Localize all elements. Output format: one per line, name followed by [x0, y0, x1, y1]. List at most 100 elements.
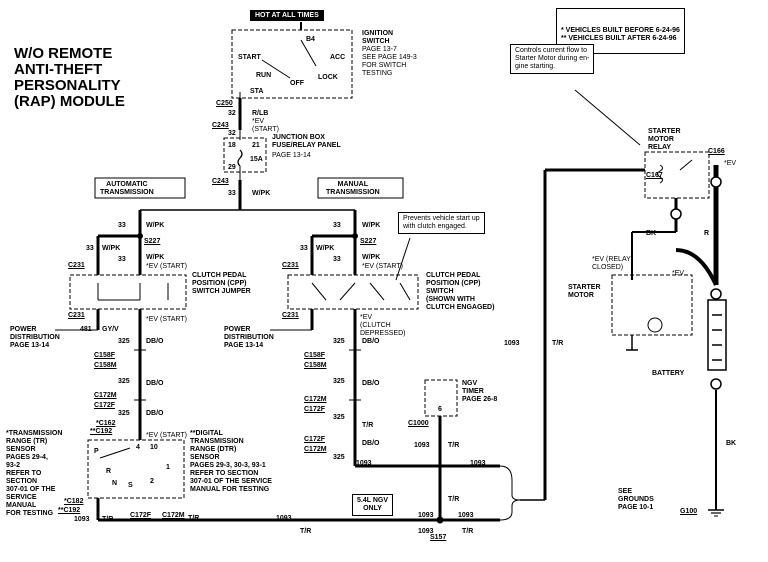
ground-g100: G100: [680, 508, 698, 515]
wire-325-f: 325: [333, 414, 345, 421]
conn-c158f-a: C158F: [94, 352, 116, 359]
conn-c158m-b: C158M: [304, 362, 327, 369]
ignition-switch-box: [231, 29, 353, 99]
conn-c172m-c: C172M: [304, 446, 327, 453]
wire-32-b: 32: [228, 130, 236, 137]
wire-tr-h: T/R: [448, 496, 460, 503]
junction-box: [223, 137, 267, 173]
wire-tr-a: T/R: [362, 422, 374, 429]
conn-c192-b: **C192: [58, 507, 81, 514]
conn-c231-d: C231: [282, 312, 299, 319]
battery-label: BATTERY: [652, 370, 685, 377]
pin-s: S: [128, 482, 133, 489]
ignition-switch-title: IGNITION SWITCH: [362, 30, 394, 45]
wire-ev-relay: *EV (RELAY CLOSED): [592, 256, 631, 271]
wire-1093-f: 1093: [276, 515, 292, 522]
wire-wpk-g: W/PK: [362, 254, 381, 261]
starter-callout: Controls current flow to Starter Motor d…: [510, 44, 595, 74]
conn-c167: C167: [646, 172, 663, 179]
power-dist-b: POWER DISTRIBUTION PAGE 13-14: [224, 326, 274, 349]
conn-c162: *C162: [96, 420, 116, 427]
cpp-jumper-label: CLUTCH PEDAL POSITION (CPP) SWITCH JUMPE…: [192, 272, 251, 295]
clutch-callout: Prevents vehicle start up with clutch en…: [398, 212, 485, 234]
wire-dbo-c: DB/O: [146, 410, 164, 417]
wire-dbo-e: DB/O: [362, 380, 380, 387]
wire-tr-e: T/R: [188, 515, 200, 522]
wire-dbo-g: DB/O: [362, 440, 380, 447]
wire-tr-f: T/R: [300, 528, 312, 535]
pin-n: N: [112, 480, 118, 487]
tr-sensor-label: *TRANSMISSION RANGE (TR) SENSOR PAGES 29…: [6, 430, 63, 517]
wire-33-h: 33: [333, 256, 341, 263]
wire-wpk-e: W/PK: [362, 222, 381, 229]
conn-c172f-c: C172F: [304, 436, 326, 443]
wire-33-e: 33: [118, 256, 126, 263]
wire-bk-a: BK: [646, 230, 657, 237]
conn-c231-a: C231: [68, 262, 85, 269]
fuse-29: 29: [228, 164, 236, 171]
conn-c172m-d: C172M: [162, 512, 185, 519]
conn-c158f-b: C158F: [304, 352, 326, 359]
wire-1093-b: 1093: [414, 442, 430, 449]
hot-at-all-times-label: HOT AT ALL TIMES: [250, 10, 324, 21]
wire-ev-m: *EV: [672, 270, 685, 277]
wire-gyv: GY/V: [102, 326, 119, 333]
wire-33-d: 33: [86, 245, 94, 252]
wire-481: 481: [80, 326, 92, 333]
wire-1093-c: 1093: [470, 460, 486, 467]
splice-s227-a: S227: [144, 238, 161, 245]
grounds-label: SEE GROUNDS PAGE 10-1: [618, 488, 654, 511]
wire-ev-5: *EV (START): [146, 432, 187, 439]
wire-ev-1: *EV (START): [146, 263, 187, 270]
wire-33-a: 33: [228, 190, 236, 197]
wire-wpk-f: W/PK: [316, 245, 335, 252]
pin-1: 1: [166, 464, 170, 471]
junction-box-title: JUNCTION BOX FUSE/RELAY PANEL: [272, 134, 341, 149]
pin-2: 2: [150, 478, 154, 485]
ign-acc: ACC: [330, 54, 346, 61]
wire-wpk-d: W/PK: [146, 254, 165, 261]
conn-c231-b: C231: [68, 312, 85, 319]
splice-s227-b: S227: [360, 238, 377, 245]
manual-trans-label: MANUAL TRANSMISSION: [326, 181, 380, 196]
ign-sta: STA: [250, 88, 264, 95]
wire-ev-c166: *EV: [724, 160, 737, 167]
ignition-switch-page: PAGE 13-7 SEE PAGE 149-3 FOR SWITCH TEST…: [362, 46, 417, 77]
wire-325-e: 325: [333, 378, 345, 385]
wire-1093-i: 1093: [418, 528, 434, 535]
ngv-timer-label: NGV TIMER PAGE 26-8: [462, 380, 498, 403]
wire-325-b: 325: [118, 378, 130, 385]
cpp-switch-box: [287, 274, 419, 310]
wire-ev-3: *EV (START): [362, 263, 403, 270]
wire-325-bottom: 1093: [74, 516, 90, 523]
conn-c192: **C192: [90, 428, 113, 435]
ign-b4: B4: [306, 36, 315, 43]
conn-c243-a: C243: [212, 122, 229, 129]
conn-c158m-a: C158M: [94, 362, 117, 369]
wire-tr-g: T/R: [462, 528, 474, 535]
wire-tr-bottom: T/R: [102, 516, 114, 523]
wire-33-f: 33: [333, 222, 341, 229]
wire-dbo-a: DB/O: [146, 338, 164, 345]
tr-sensor-box: [87, 439, 185, 499]
conn-c250: C250: [216, 100, 233, 107]
wire-wpk-c: W/PK: [102, 245, 121, 252]
wire-ev-4: *EV (CLUTCH DEPRESSED): [360, 314, 406, 337]
conn-c243-b: C243: [212, 178, 229, 185]
wire-rlb: R/LB: [252, 110, 269, 117]
wire-ev-start: *EV (START): [252, 118, 279, 133]
auto-trans-label: AUTOMATIC TRANSMISSION: [100, 181, 154, 196]
ign-start: START: [238, 54, 261, 61]
conn-c1000: C1000: [408, 420, 429, 427]
wire-33-c: 33: [118, 222, 126, 229]
starter-motor-box: [611, 274, 693, 336]
pin-r: R: [106, 468, 112, 475]
splice-s157: S157: [430, 534, 447, 541]
conn-c172f-a: C172F: [94, 402, 116, 409]
dtr-sensor-label: **DIGITAL TRANSMISSION RANGE (DTR) SENSO…: [190, 430, 272, 493]
wire-wpk-a: W/PK: [252, 190, 271, 197]
wire-dbo-d: DB/O: [362, 338, 380, 345]
